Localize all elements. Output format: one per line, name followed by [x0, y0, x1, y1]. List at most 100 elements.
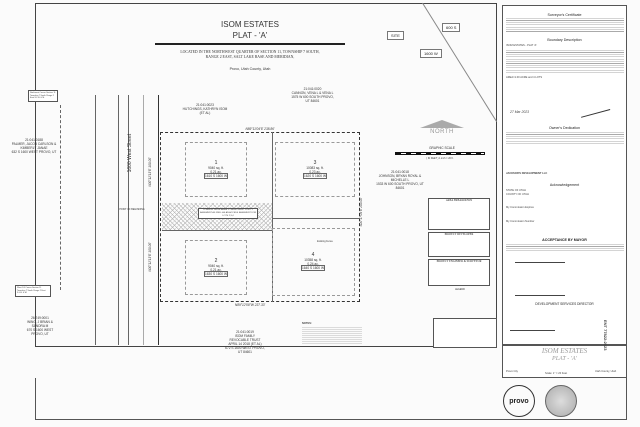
city-text: Provo, Utah County, Utah [229, 67, 271, 71]
bearing-left-1: N00°12'13"E 100.00' [148, 157, 152, 187]
parcel-id: 26:749:0001 [31, 316, 49, 320]
commission-number: My Commission Number [506, 220, 535, 223]
lot-number: 1 [214, 160, 218, 166]
parcel-id: 21:041:0188 [25, 138, 43, 142]
lot-line [162, 230, 272, 231]
area-breakdown-box: AREA BREAKDOWN [428, 198, 490, 230]
legend-title: LEGEND [455, 288, 465, 291]
street-name: 1600 West Street [126, 133, 133, 173]
parcel-id: 21:041:0020 [303, 87, 322, 91]
owner-address: 670 S 1600 WEST PROVO, UT [26, 328, 54, 336]
mayor-acceptance-title: ACCEPTANCE BY MAYOR [542, 238, 587, 242]
notes-text [302, 327, 362, 345]
lot-area: 10083 sq. ft. [306, 166, 324, 171]
lot-number: 3 [313, 160, 317, 166]
title-block-scale: Scale: 1" = 20 Feet [545, 372, 568, 375]
owner-address: 672 S 1600 WEST PROVO, UT 84601 [225, 346, 265, 354]
lot-acres: 0.21 ac. [210, 268, 222, 273]
boundary-text [506, 50, 624, 74]
lot-3[interactable] [275, 142, 355, 197]
cert-text [506, 18, 624, 32]
street-centerline [143, 95, 144, 345]
owner-name: WING, J BRIAN & SANDRA M [27, 320, 53, 328]
lot-area: 10358 sq. ft. [304, 258, 322, 263]
dev-director-signature [510, 330, 555, 331]
lot-4[interactable] [272, 228, 355, 296]
provo-seal-icon: provo [503, 385, 535, 417]
w-corner-label: West 1/4 Corner Section 11 Township 7 So… [15, 285, 51, 297]
side-stamp: ENT 77822:2023 [603, 320, 608, 351]
scale-title: GRAPHIC SCALE [429, 146, 455, 150]
owner-name: PALMER, JACOB CARLSON & KIMBERLY JANAE [11, 142, 57, 150]
nw-corner-label: Northwest Corner Section 11 Township 7 S… [28, 90, 58, 102]
lot-acres: 0.24 ac. [307, 262, 319, 267]
title-block-county: Utah County, Utah [595, 370, 617, 373]
lot-line [272, 132, 273, 302]
survey-date: 27 Mar 2023 [510, 110, 530, 114]
surveyor-cert-title: Surveyor's Certificate [547, 13, 582, 17]
bearing-top: N89°11'04"E 238.86' [245, 127, 275, 131]
lot-address: 1610 S 1600 W [204, 173, 228, 180]
project-engineer-box: PROJECT ENGINEER & SURVEYOR [428, 259, 490, 286]
project-developer-box: PROJECT DEVELOPER [428, 232, 490, 257]
street-line [95, 95, 96, 345]
owner-address: 1575 W 600 SOUTH PROVO, UT 84601 [291, 95, 334, 103]
lot-1[interactable] [185, 142, 247, 197]
street-600s-label: 600 S [442, 23, 461, 32]
site-label: SITE [387, 31, 404, 40]
point-of-beginning: POINT OF BEGINNING [119, 208, 145, 211]
mayor-text [506, 244, 624, 253]
north-label: NORTH [430, 129, 454, 135]
area-breakdown-title: AREA BREAKDOWN [445, 199, 473, 202]
recorder-box [433, 318, 497, 348]
graphic-scale-bar [395, 152, 485, 155]
easement-note: COMMON DRIVE AREA TO BE A PUBLIC UTILITY… [198, 208, 258, 219]
seal-text: provo [509, 397, 529, 405]
existing-fence-label: Existing Fence [317, 240, 333, 243]
scale-note: ( IN FEET ) 1 inch = 20 ft. [426, 157, 454, 160]
commission-expires: My Commission Expires [506, 206, 534, 209]
title-block-city: Provo City [506, 370, 518, 373]
street-1600w-label: 1600 W [420, 49, 442, 58]
acknowledgement-title: Acknowledgement [549, 183, 580, 187]
engineer-title: PROJECT ENGINEER & SURVEYOR [436, 260, 482, 263]
owner-address: 1533 W 600 SOUTH PROVO, UT 84601 [376, 182, 424, 190]
bearing-right: S00°17'04"E 200.00' [359, 197, 363, 227]
owner-name: JOHNSON, BRYAN ROYAL & MICHELLE L [378, 174, 422, 182]
title-rule [155, 43, 345, 45]
lot-area: 9040 sq. ft. [208, 166, 224, 171]
boundary-area: AREA=1.00 ACRE and 4 LOTS [506, 76, 543, 79]
lot-address: 1630 S 1600 W [204, 271, 228, 278]
dev-services-title: DEVELOPMENT SERVICES DIRECTOR [535, 302, 594, 306]
lot-2[interactable] [185, 240, 247, 295]
parcel-id: 21:041:0018 [391, 170, 409, 174]
lot-line [272, 218, 360, 219]
street-line [128, 95, 129, 345]
street-line [158, 95, 159, 345]
lot-number: 4 [311, 252, 315, 258]
bearing-bottom: N89°12'08"W 237.33' [234, 303, 266, 307]
state-label: STATE OF UTAH [506, 189, 526, 192]
section-line [60, 105, 61, 290]
dedication-text [506, 132, 624, 144]
owner-name: ISOM FAMILY REVOCABLE TRUST APRIL 14 201… [228, 334, 262, 346]
boundary-name: ISOM ESTATES - PLAT 'A' [506, 44, 537, 47]
lot-number: 2 [214, 258, 218, 264]
north-arrow-icon [420, 120, 464, 128]
bottom-strip [35, 378, 627, 420]
lot-area: 9040 sq. ft. [208, 264, 224, 269]
lot-acres: 0.21 ac. [210, 170, 222, 175]
title-block-name: ISOM ESTATES [541, 347, 588, 355]
parcel-id: 21:041:0023 [196, 103, 214, 107]
drawing-frame [35, 3, 497, 347]
owner-name: CANNON, VENA L & VENA L [291, 91, 334, 95]
title-block [502, 345, 627, 378]
